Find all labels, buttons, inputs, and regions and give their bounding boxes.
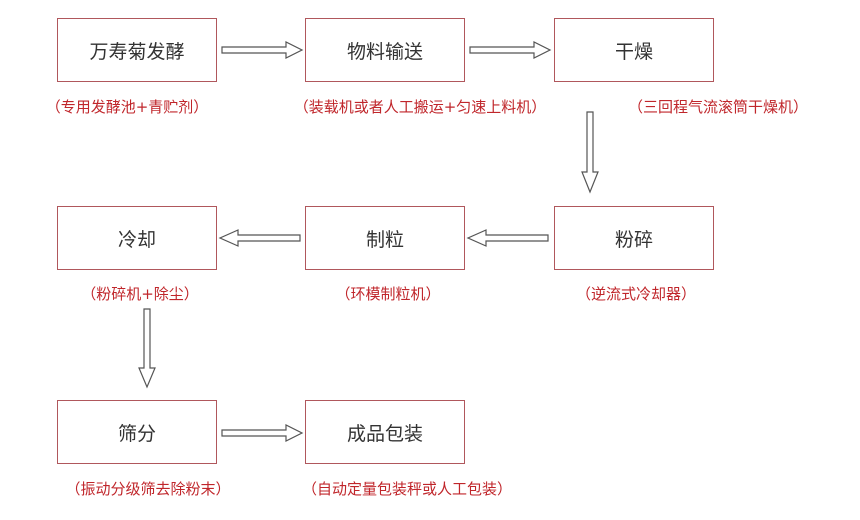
node-fermentation: 万寿菊发酵	[57, 18, 217, 82]
note-screening: （振动分级筛去除粉末）	[65, 480, 231, 498]
node-screening: 筛分	[57, 400, 217, 464]
node-label: 筛分	[117, 422, 156, 445]
node-conveying: 物料输送	[305, 18, 465, 82]
note-cooling: （粉碎机+除尘）	[81, 285, 199, 303]
arrow-conveying-to-drying	[469, 41, 552, 59]
arrow-fermentation-to-conveying	[221, 41, 304, 59]
note-packaging: （自动定量包装秤或人工包装）	[301, 480, 513, 498]
arrow-screening-to-packaging	[221, 424, 304, 442]
note-fermentation: （专用发酵池+青贮剂）	[45, 98, 209, 116]
note-conveying: （装载机或者人工搬运+匀速上料机）	[293, 98, 547, 116]
node-drying: 干燥	[554, 18, 714, 82]
node-pelletizing: 制粒	[305, 206, 465, 270]
arrow-crushing-to-pelletizing	[466, 229, 549, 247]
node-label: 万寿菊发酵	[89, 40, 185, 63]
note-drying: （三回程气流滚筒干燥机）	[627, 98, 809, 116]
arrow-drying-to-crushing	[581, 111, 599, 194]
node-label: 干燥	[614, 40, 653, 63]
node-crushing: 粉碎	[554, 206, 714, 270]
node-label: 冷却	[117, 228, 156, 251]
node-label: 物料输送	[346, 40, 423, 63]
node-cooling: 冷却	[57, 206, 217, 270]
arrow-cooling-to-screening	[138, 308, 156, 389]
node-packaging: 成品包装	[305, 400, 465, 464]
note-pelletizing: （环模制粒机）	[335, 285, 441, 303]
arrow-pelletizing-to-cooling	[218, 229, 301, 247]
note-crushing: （逆流式冷却器）	[575, 285, 697, 303]
node-label: 制粒	[365, 228, 404, 251]
node-label: 粉碎	[614, 228, 653, 251]
node-label: 成品包装	[346, 422, 423, 445]
